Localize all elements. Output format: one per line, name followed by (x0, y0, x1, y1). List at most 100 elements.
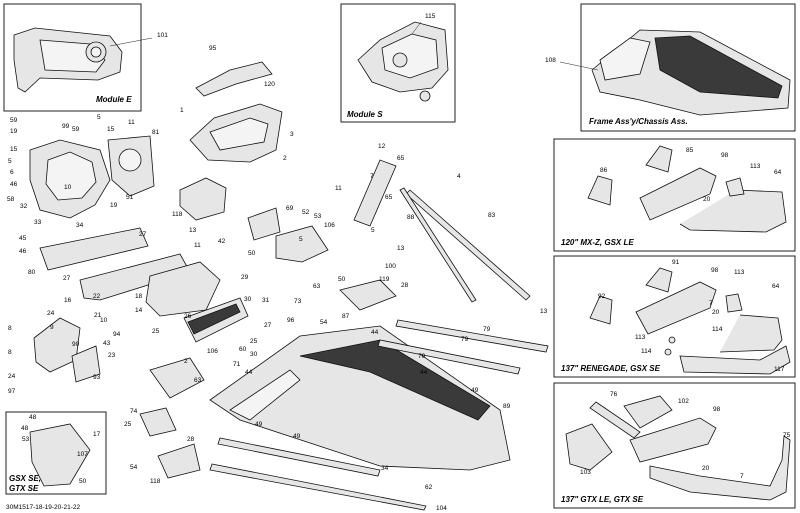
callout-16: 16 (64, 297, 72, 304)
callout-25: 25 (124, 421, 132, 428)
tunnel-chassis (183, 279, 511, 471)
callout-62: 62 (425, 484, 433, 491)
callout-80: 80 (28, 269, 36, 276)
callout-28: 28 (187, 436, 195, 443)
callout-99: 99 (62, 123, 70, 130)
caption-gsx-line1: GSX SE, (9, 474, 41, 483)
callout-5: 5 (299, 236, 303, 243)
callout-17: 17 (93, 431, 101, 438)
caption-renegade: 137" RENEGADE, GSX SE (561, 364, 661, 373)
callout-52: 52 (302, 209, 310, 216)
callout-108: 108 (545, 57, 556, 64)
callout-50: 50 (79, 478, 87, 485)
callout-1: 1 (180, 107, 184, 114)
callout-21: 21 (94, 312, 102, 319)
callout-94: 94 (113, 331, 121, 338)
callout-54: 54 (130, 464, 138, 471)
callout-81: 81 (152, 129, 160, 136)
caption-gsx-line2: GTX SE (9, 484, 39, 493)
callout-93: 93 (93, 374, 101, 381)
callout-25: 25 (152, 328, 160, 335)
callout-25: 25 (250, 338, 258, 345)
callout-49: 49 (293, 433, 301, 440)
callout-19: 19 (10, 128, 18, 135)
callout-115: 115 (425, 13, 436, 20)
kit-120-panel (553, 138, 796, 252)
module-s-panel (340, 3, 456, 123)
callout-100: 100 (385, 263, 396, 270)
caption-module-s: Module S (347, 110, 383, 119)
callout-8: 8 (8, 349, 12, 356)
callout-34: 34 (76, 222, 84, 229)
front-suspension-parts (29, 135, 221, 317)
callout-2: 2 (283, 155, 287, 162)
callout-64: 64 (774, 169, 782, 176)
lower-left-parts (29, 317, 205, 487)
caption-frame: Frame Ass'y/Chassis Ass. (589, 117, 688, 126)
callout-33: 33 (34, 219, 42, 226)
callout-11: 11 (335, 185, 342, 192)
callout-44: 44 (371, 329, 379, 336)
callout-11: 11 (128, 119, 135, 126)
module-s-frame (357, 21, 449, 102)
callout-59: 59 (72, 126, 80, 133)
callout-92: 92 (598, 293, 606, 300)
callout-20: 20 (703, 196, 711, 203)
callout-18: 18 (135, 293, 143, 300)
callout-53: 53 (314, 213, 322, 220)
callout-85: 85 (686, 147, 694, 154)
callout-28: 28 (401, 282, 409, 289)
callout-119: 119 (379, 276, 390, 283)
callout-27: 27 (139, 231, 147, 238)
callout-42: 42 (218, 238, 226, 245)
callout-87: 87 (342, 313, 350, 320)
callout-113: 113 (635, 334, 646, 341)
callout-44: 44 (245, 369, 253, 376)
callout-46: 46 (19, 248, 27, 255)
callout-89: 89 (503, 403, 511, 410)
callout-76: 76 (610, 391, 618, 398)
callout-104: 104 (436, 505, 447, 512)
callout-9: 9 (50, 324, 54, 331)
callout-95: 95 (209, 45, 217, 52)
callout-27: 27 (63, 275, 71, 282)
steering-parts (179, 61, 329, 263)
callout-114: 114 (712, 326, 723, 333)
callout-10: 10 (64, 184, 72, 191)
callout-107: 107 (77, 451, 88, 458)
callout-29: 29 (241, 274, 249, 281)
callout-74: 74 (130, 408, 138, 415)
callout-6: 6 (10, 169, 14, 176)
callout-73: 73 (294, 298, 302, 305)
callout-54: 54 (320, 319, 328, 326)
callout-46: 46 (10, 181, 18, 188)
callout-106: 106 (207, 348, 218, 355)
callout-70: 70 (418, 353, 426, 360)
callout-60: 60 (239, 346, 247, 353)
callout-34: 34 (381, 465, 389, 472)
callout-30: 30 (250, 351, 258, 358)
callout-13: 13 (397, 245, 405, 252)
callout-10: 10 (100, 317, 108, 324)
callout-71: 71 (233, 361, 241, 368)
callout-14: 14 (135, 307, 143, 314)
callout-44: 44 (420, 369, 428, 376)
callout-114: 114 (641, 348, 652, 355)
callout-86: 86 (600, 167, 608, 174)
callout-88: 88 (407, 214, 415, 221)
callout-113: 113 (750, 163, 761, 170)
callout-20: 20 (702, 465, 710, 472)
callout-75: 75 (783, 432, 791, 439)
callout-113: 113 (734, 269, 745, 276)
frame-assembly (559, 29, 791, 116)
callout-83: 83 (488, 212, 496, 219)
callout-120: 120 (264, 81, 275, 88)
callout-64: 64 (772, 283, 780, 290)
callout-49: 49 (471, 387, 479, 394)
callout-7: 7 (370, 173, 374, 180)
module-e-frame (13, 27, 153, 93)
callout-5: 5 (97, 114, 101, 121)
callout-101: 101 (157, 32, 168, 39)
caption-module-e: Module E (96, 95, 132, 104)
